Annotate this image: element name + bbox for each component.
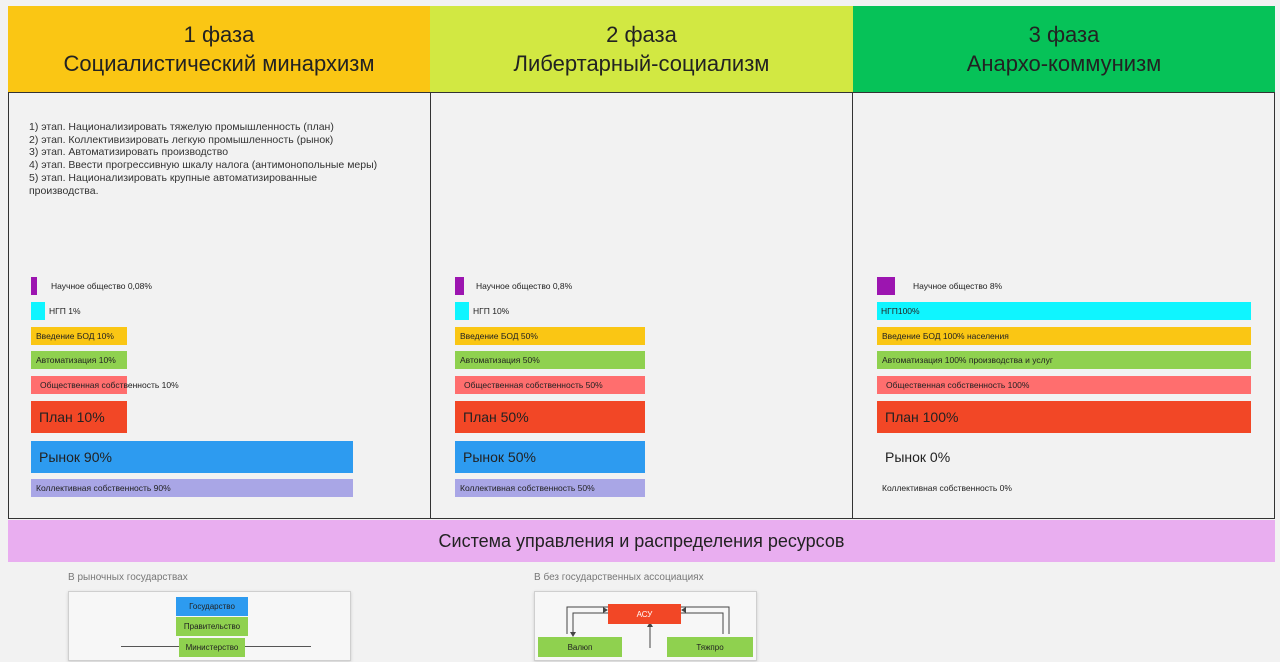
automation-label: Автоматизация 10%: [36, 355, 116, 365]
bod-label: Введение БОД 100% населения: [882, 331, 1009, 341]
market-states-diagram-title: В рыночных государствах: [68, 572, 188, 583]
market-label: Рынок 90%: [39, 449, 112, 465]
bod-label: Введение БОД 50%: [460, 331, 538, 341]
phase-1-name: Социалистический минархизм: [63, 51, 375, 76]
step-2: 2) этап. Коллективизировать легкую промы…: [29, 133, 334, 146]
public-property-bar: Общественная собственность 10%: [31, 376, 179, 394]
automation-label: Автоматизация 100% производства и услуг: [882, 355, 1053, 365]
phase-1-number: 1 фаза: [183, 22, 255, 47]
market-bar: Рынок 50%: [455, 441, 645, 473]
right-branch-node: Тяжпро: [667, 637, 753, 657]
phase-1-header: 1 фаза Социалистический минархизм: [8, 6, 430, 92]
collective-property-label: Коллективная собственность 0%: [882, 483, 1012, 493]
science-society-label: Научное общество 0,8%: [476, 281, 573, 291]
state-node: Государство: [176, 597, 248, 616]
ngp-label: НГП 10%: [473, 306, 510, 316]
step-1: 1) этап. Национализировать тяжелую промы…: [29, 121, 334, 133]
market-bar: Рынок 0%: [877, 441, 950, 473]
stateless-diagram-title: В без государственных ассоциациях: [534, 572, 704, 583]
ngp-bar: НГП 10%: [455, 302, 509, 320]
ngp-bar: НГП 1%: [31, 302, 81, 320]
public-property-label: Общественная собственность 10%: [40, 380, 179, 390]
phase-2-number: 2 фаза: [606, 22, 677, 47]
ngp-bar: НГП100%: [877, 302, 1251, 320]
collective-property-label: Коллективная собственность 50%: [460, 483, 595, 493]
step-5-continued: производства.: [29, 184, 99, 197]
bod-bar: Введение БОД 50%: [455, 327, 645, 345]
phase-1-steps: 1) этап. Национализировать тяжелую промы…: [29, 121, 419, 197]
ministry-node: Министерство: [179, 638, 245, 657]
science-society-bar: Научное общество 0,8%: [455, 277, 572, 295]
science-society-label: Научное общество 0,08%: [51, 281, 152, 291]
bod-bar: Введение БОД 10%: [31, 327, 127, 345]
science-society-bar: Научное общество 0,08%: [31, 277, 152, 295]
left-branch-node: Валюп: [538, 637, 622, 657]
system-title-bar: Система управления и распределения ресур…: [8, 520, 1275, 562]
science-society-label: Научное общество 8%: [913, 281, 1003, 291]
automation-bar: Автоматизация 10%: [31, 351, 127, 369]
phase-3-number: 3 фаза: [1028, 22, 1100, 47]
market-bar: Рынок 90%: [31, 441, 353, 473]
plan-label: План 10%: [39, 409, 105, 425]
public-property-bar: Общественная собственность 50%: [455, 376, 645, 394]
phase-3-name: Анархо-коммунизм: [966, 51, 1162, 76]
stateless-diagram: АСУ Валюп Тяжпро: [534, 591, 757, 661]
collective-property-bar: Коллективная собственность 0%: [877, 479, 1012, 497]
automation-bar: Автоматизация 50%: [455, 351, 645, 369]
asu-node: АСУ: [608, 604, 681, 624]
market-label: Рынок 0%: [885, 449, 951, 465]
collective-property-bar: Коллективная собственность 90%: [31, 479, 353, 497]
step-3: 3) этап. Автоматизировать производство: [29, 146, 229, 159]
ngp-label: НГП 1%: [49, 306, 81, 316]
phase-3-header: 3 фаза Анархо-коммунизм: [853, 6, 1275, 92]
collective-property-bar: Коллективная собственность 50%: [455, 479, 645, 497]
system-title: Система управления и распределения ресур…: [438, 530, 845, 551]
plan-bar: План 50%: [455, 401, 645, 433]
science-society-bar: Научное общество 8%: [877, 277, 1002, 295]
public-property-label: Общественная собственность 100%: [886, 380, 1030, 390]
automation-bar: Автоматизация 100% производства и услуг: [877, 351, 1251, 369]
collective-property-label: Коллективная собственность 90%: [36, 483, 171, 493]
ngp-label: НГП100%: [881, 306, 920, 316]
public-property-bar: Общественная собственность 100%: [877, 376, 1251, 394]
plan-label: План 100%: [885, 409, 959, 425]
phase-1-panel: 1) этап. Национализировать тяжелую промы…: [8, 92, 431, 519]
step-5: 5) этап. Национализировать крупные автом…: [29, 171, 318, 184]
phase-2-name: Либертарный-социализм: [513, 51, 770, 76]
plan-bar: План 10%: [31, 401, 127, 433]
phase-3-panel: Научное общество 8% НГП100% Введение БОД…: [852, 92, 1275, 519]
bod-bar: Введение БОД 100% населения: [877, 327, 1251, 345]
flow-arrows: [566, 606, 730, 648]
plan-label: План 50%: [463, 409, 529, 425]
phase-2-panel: Научное общество 0,8% НГП 10% Введение Б…: [430, 92, 853, 519]
plan-bar: План 100%: [877, 401, 1251, 433]
bod-label: Введение БОД 10%: [36, 331, 114, 341]
automation-label: Автоматизация 50%: [460, 355, 540, 365]
public-property-label: Общественная собственность 50%: [464, 380, 603, 390]
market-label: Рынок 50%: [463, 449, 536, 465]
phase-2-header: 2 фаза Либертарный-социализм: [430, 6, 853, 92]
government-node: Правительство: [176, 617, 248, 636]
step-4: 4) этап. Ввести прогрессивную шкалу нало…: [29, 159, 378, 172]
market-states-diagram: Государство Правительство Министерство: [68, 591, 351, 661]
